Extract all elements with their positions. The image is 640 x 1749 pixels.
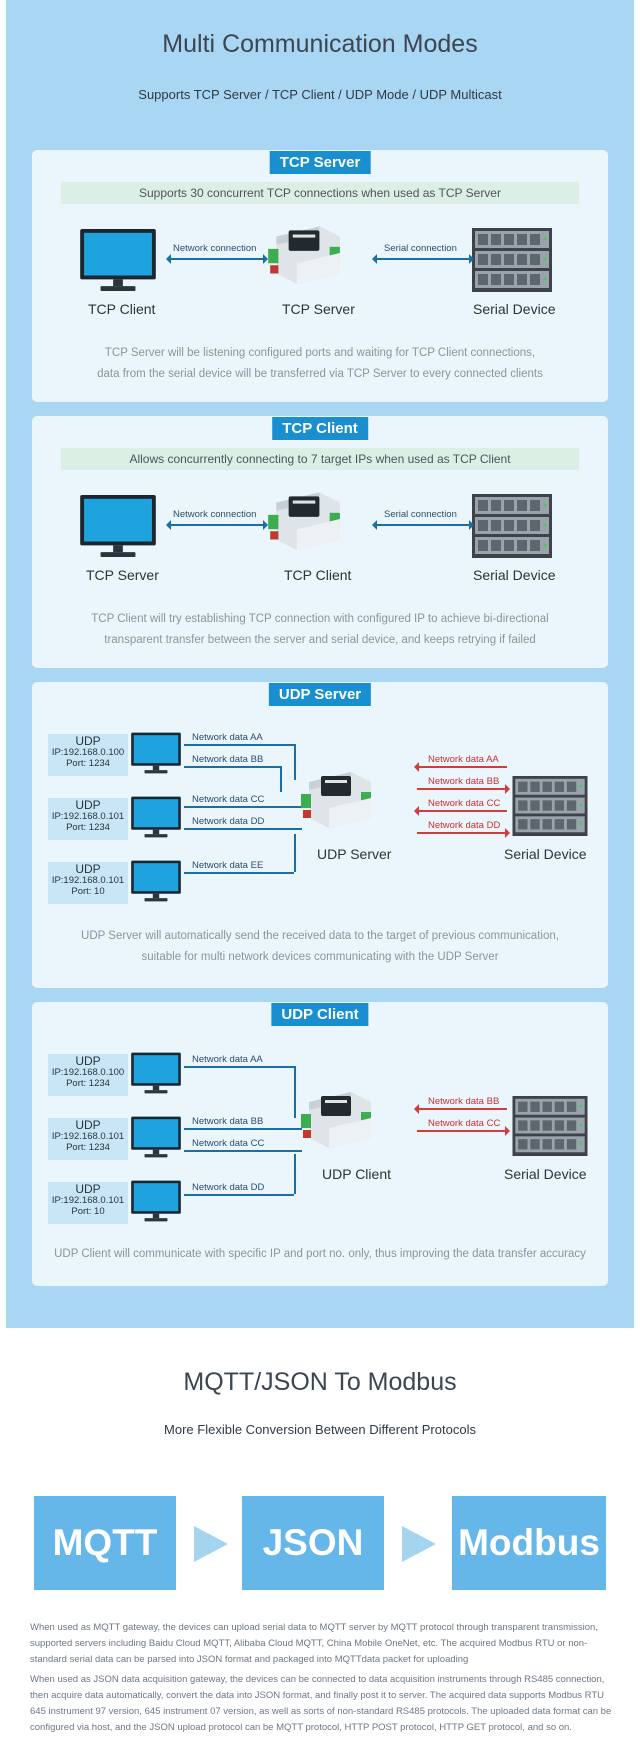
server-rack-icon bbox=[510, 776, 590, 836]
server-rack-icon bbox=[472, 228, 552, 292]
serial-arrow-cc bbox=[414, 806, 507, 816]
net-label-bb: Network data BB bbox=[192, 1116, 264, 1127]
right-label: Serial Device bbox=[473, 301, 556, 317]
desc-line-1: TCP Client will try establishing TCP con… bbox=[91, 613, 549, 625]
tcp-server-banner: Supports 30 concurrent TCP connections w… bbox=[61, 182, 579, 204]
monitor-icon bbox=[130, 1116, 182, 1158]
json-box: JSON bbox=[242, 1496, 384, 1590]
serial-connection-label: Serial connection bbox=[384, 243, 457, 254]
net-label-dd: Network data DD bbox=[192, 1182, 265, 1193]
left-label: TCP Client bbox=[88, 301, 156, 317]
desc-line-1: TCP Server will be listening configured … bbox=[104, 347, 536, 359]
net-label-aa: Network data AA bbox=[192, 1054, 263, 1065]
page-title: Multi Communication Modes bbox=[162, 30, 478, 58]
monitor-icon bbox=[130, 796, 182, 838]
tcp-server-badge: TCP Server bbox=[269, 151, 371, 174]
network-arrow bbox=[166, 520, 268, 530]
desc-line-2: data from the serial device will be tran… bbox=[97, 368, 543, 380]
net-label-cc: Network data CC bbox=[192, 1138, 265, 1149]
net-label-cc: Network data CC bbox=[192, 794, 265, 805]
gateway-device-icon bbox=[262, 488, 344, 552]
serial-arrow bbox=[372, 254, 474, 264]
net-label-aa: Network data AA bbox=[192, 732, 263, 743]
serial-connection-label: Serial connection bbox=[384, 509, 457, 520]
serial-arrow-bb bbox=[417, 784, 510, 794]
right-label: Serial Device bbox=[504, 846, 587, 862]
mqtt-box: MQTT bbox=[34, 1496, 176, 1590]
desc-line-2: suitable for multi network devices commu… bbox=[141, 951, 499, 963]
desc-line-1: UDP Client will communicate with specifi… bbox=[54, 1248, 586, 1260]
mid-label: TCP Server bbox=[282, 301, 355, 317]
network-arrow bbox=[166, 254, 268, 264]
monitor-icon bbox=[79, 228, 157, 292]
modbus-box: Modbus bbox=[452, 1496, 606, 1590]
mqtt-title: MQTT/JSON To Modbus bbox=[183, 1368, 457, 1396]
json-paragraph: When used as JSON data acquisition gatew… bbox=[30, 1674, 612, 1733]
right-label: Serial Device bbox=[473, 567, 556, 583]
serial-arrow-aa bbox=[414, 762, 507, 772]
net-label-dd: Network data DD bbox=[192, 816, 265, 827]
monitor-icon bbox=[130, 860, 182, 902]
network-connection-label: Network connection bbox=[173, 243, 257, 254]
arrow-right-icon bbox=[194, 1526, 228, 1562]
gateway-device-icon bbox=[294, 768, 376, 830]
mid-label: UDP Server bbox=[317, 846, 392, 862]
monitor-icon bbox=[130, 1180, 182, 1222]
udp-client-badge: UDP Client bbox=[271, 1003, 369, 1026]
page-subtitle: Supports TCP Server / TCP Client / UDP M… bbox=[138, 87, 502, 102]
left-label: TCP Server bbox=[86, 567, 159, 583]
serial-arrow-bb bbox=[414, 1104, 507, 1114]
network-connection-label: Network connection bbox=[173, 509, 257, 520]
desc-line-1: UDP Server will automatically send the r… bbox=[81, 930, 559, 942]
tcp-client-banner: Allows concurrently connecting to 7 targ… bbox=[61, 448, 579, 470]
mqtt-paragraph: When used as MQTT gateway, the devices c… bbox=[30, 1622, 598, 1665]
mid-label: UDP Client bbox=[322, 1166, 391, 1182]
mqtt-subtitle: More Flexible Conversion Between Differe… bbox=[164, 1422, 476, 1437]
tcp-client-badge: TCP Client bbox=[272, 417, 368, 440]
gateway-device-icon bbox=[262, 222, 344, 286]
tcp-client-card: TCP Client Allows concurrently connectin… bbox=[32, 416, 608, 668]
server-rack-icon bbox=[472, 494, 552, 558]
net-label-bb: Network data BB bbox=[192, 754, 264, 765]
arrow-right-icon bbox=[402, 1526, 436, 1562]
net-label-ee: Network data EE bbox=[192, 860, 264, 871]
monitor-icon bbox=[130, 1052, 182, 1094]
monitor-icon bbox=[79, 494, 157, 558]
server-rack-icon bbox=[510, 1096, 590, 1156]
gateway-device-icon bbox=[294, 1088, 376, 1150]
udp-server-badge: UDP Server bbox=[268, 683, 372, 706]
mid-label: TCP Client bbox=[284, 567, 352, 583]
monitor-icon bbox=[130, 732, 182, 774]
serial-arrow-dd bbox=[417, 828, 510, 838]
tcp-server-card: TCP Server Supports 30 concurrent TCP co… bbox=[32, 150, 608, 402]
desc-line-2: transparent transfer between the server … bbox=[104, 634, 536, 646]
right-label: Serial Device bbox=[504, 1166, 587, 1182]
serial-arrow-cc bbox=[417, 1126, 510, 1136]
serial-arrow bbox=[372, 520, 474, 530]
